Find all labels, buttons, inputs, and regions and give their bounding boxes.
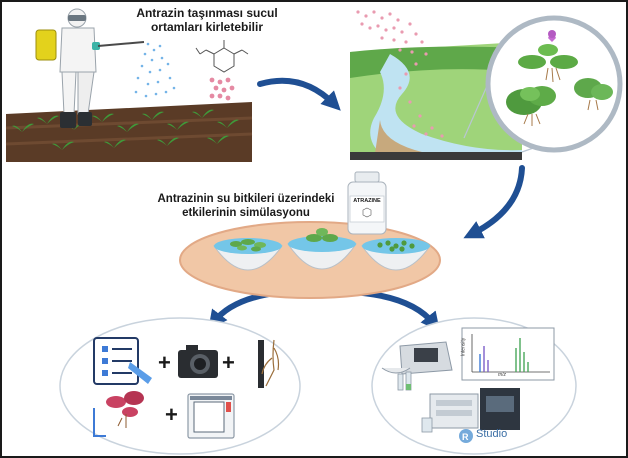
- herbicide-particles: [209, 77, 235, 101]
- bowl-icon: [213, 238, 283, 271]
- plus-sign: +: [222, 350, 235, 375]
- incubator-oven-icon: [187, 393, 235, 439]
- spectrum-x-label: m/z: [498, 372, 507, 378]
- simulation-caption: Antrazinin su bitkileri üzerindeki etkil…: [157, 193, 335, 219]
- river-landscape-icon: [350, 42, 522, 160]
- spray-mist: [134, 42, 176, 98]
- pollution-particles: [356, 10, 444, 138]
- arrow-river-to-experiment: [463, 165, 525, 239]
- arrow-to-chemical-analysis: [349, 289, 440, 332]
- pollution-caption: Antrazin taşınması sucul ortamları kirle…: [136, 6, 278, 34]
- rstudio-icon: [459, 429, 473, 443]
- aquatic-plants-magnifier-icon: [463, 15, 623, 153]
- atrazine-bottle-icon: [347, 171, 387, 235]
- clipboard-checklist-icon: [93, 337, 152, 385]
- rstudio-letter: R: [462, 432, 469, 442]
- atrazine-bottle-label: ATRAZINE: [353, 198, 381, 204]
- camera-icon: [178, 345, 218, 378]
- bowl-icon: [287, 228, 357, 270]
- farm-field-panel: [5, 8, 253, 162]
- chromatography-system-icon: [421, 388, 520, 433]
- root-ruler-icon: [258, 339, 280, 388]
- plus-sign: +: [165, 402, 178, 427]
- bowl-icon: [361, 238, 431, 271]
- farmer-sprayer-icon: [35, 8, 145, 128]
- spectrum-y-label: Intensity: [460, 337, 467, 357]
- plus-sign: +: [158, 350, 171, 375]
- arrow-field-to-river: [257, 77, 341, 111]
- crop-seedlings-icon: [12, 109, 239, 150]
- mass-spectrum-icon: [461, 327, 555, 381]
- rstudio-label: Studio: [476, 428, 508, 440]
- leaf-scan-icon: [93, 391, 144, 437]
- herbicide-molecule-icon: [195, 40, 249, 73]
- spectrophotometer-icon: [381, 341, 453, 391]
